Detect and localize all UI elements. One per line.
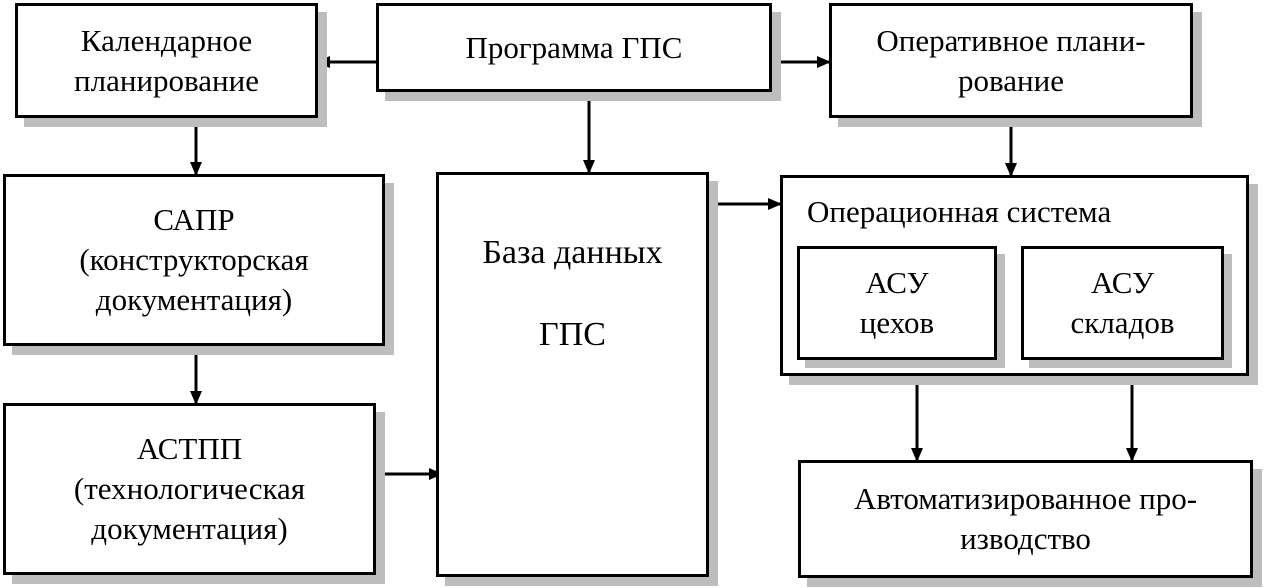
- node-sapr: САПР (конструкторская документация): [3, 174, 385, 346]
- node-astpp-line-3: документация): [91, 511, 288, 546]
- node-asu-warehouses: АСУ складов: [1021, 246, 1224, 360]
- node-database: База данных ГПС: [436, 172, 709, 577]
- node-astpp-line-2: (технологическая: [73, 471, 306, 506]
- node-program-line-1: Программа ГПС: [465, 29, 683, 65]
- node-production-line-1: Автоматизированное про-: [853, 481, 1198, 516]
- node-asu-shops-line-2: цехов: [859, 305, 935, 340]
- node-production-line-2: изводство: [960, 521, 1091, 556]
- node-operative: Оперативное плани- рование: [829, 3, 1193, 118]
- node-asu-warehouses-line-2: складов: [1070, 305, 1175, 340]
- node-os-title: Операционная система: [807, 194, 1112, 229]
- node-production: Автоматизированное про- изводство: [798, 460, 1253, 578]
- node-database-line-2: ГПС: [539, 316, 606, 353]
- node-database-line-1: База данных: [482, 234, 663, 271]
- node-asu-shops: АСУ цехов: [797, 246, 997, 360]
- node-os: Операционная система АСУ цехов АСУ склад…: [780, 175, 1249, 376]
- node-sapr-line-3: документация): [95, 282, 293, 317]
- node-sapr-line-2: (конструкторская: [79, 242, 309, 277]
- node-program: Программа ГПС: [376, 3, 772, 92]
- node-operative-line-1: Оперативное плани-: [876, 22, 1146, 58]
- node-sapr-line-1: САПР: [153, 202, 235, 237]
- node-astpp-line-1: АСТПП: [136, 431, 243, 466]
- node-calendar: Календарное планирование: [15, 3, 318, 118]
- node-asu-shops-line-1: АСУ: [865, 265, 929, 300]
- node-astpp: АСТПП (технологическая документация): [3, 403, 376, 575]
- node-operative-line-2: рование: [958, 62, 1064, 98]
- node-calendar-line-2: планирование: [74, 62, 259, 98]
- node-calendar-line-1: Календарное: [80, 22, 253, 58]
- node-asu-warehouses-line-1: АСУ: [1090, 265, 1155, 300]
